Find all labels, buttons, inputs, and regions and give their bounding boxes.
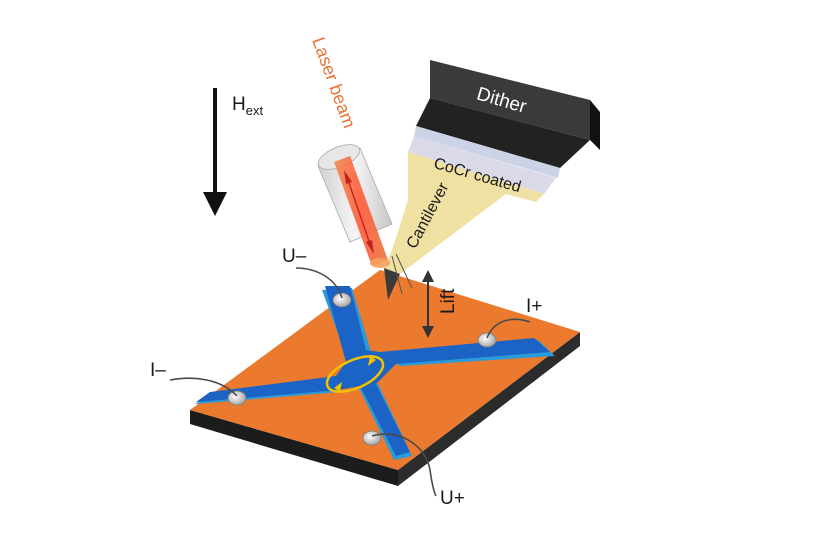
wires (169, 267, 531, 497)
measurement-loop (325, 355, 385, 393)
deflection-lines (391, 253, 413, 295)
i-minus-label: I– (150, 360, 166, 381)
field-label: Hext (232, 94, 263, 118)
u-minus-label: U– (282, 246, 307, 267)
u-plus-label: U+ (440, 488, 465, 509)
laser-beam (334, 156, 390, 268)
i-plus-label: I+ (526, 296, 542, 317)
dither-block (414, 60, 600, 178)
lift-label: Lift (438, 288, 459, 314)
laser-label: Laser beam (308, 35, 359, 131)
sample-substrate (190, 270, 580, 486)
lift-arrow (422, 270, 434, 338)
contact-i-minus (227, 390, 247, 406)
contact-u-minus (332, 292, 352, 308)
contact-u-plus (362, 430, 382, 446)
contact-i-plus (477, 332, 497, 348)
field-arrow (203, 88, 227, 216)
cantilever (384, 136, 556, 300)
